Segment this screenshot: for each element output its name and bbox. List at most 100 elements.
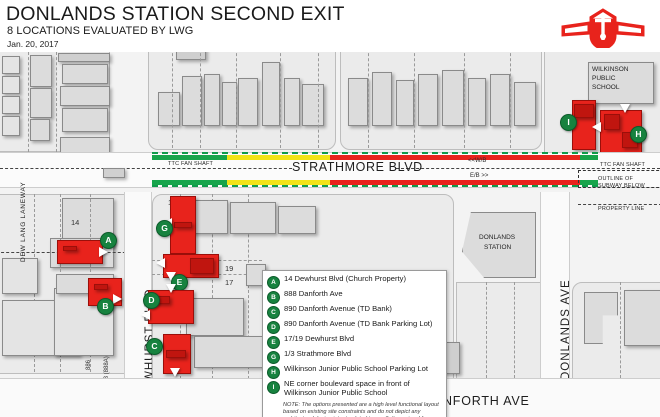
legend-label-h: Wilkinson Junior Public School Parking L… <box>284 364 428 373</box>
parcel-number-886: 886 <box>86 359 92 370</box>
parcel-number-17: 17 <box>225 278 234 287</box>
lot-line <box>280 52 281 148</box>
centre-line <box>152 168 292 169</box>
transit-band-red-north <box>330 155 580 160</box>
map-marker-g[interactable]: G <box>156 220 173 237</box>
legend-label-e: 17/19 Dewhurst Blvd <box>284 334 355 343</box>
building-footprint <box>222 82 237 126</box>
transit-band-yellow-north <box>227 155 330 160</box>
entrance-arrow-e2 <box>166 272 176 281</box>
road-edge <box>0 187 660 188</box>
legend-marker-a: A <box>267 275 280 289</box>
label-donlands-station-line2: STATION <box>484 244 512 251</box>
label-wilkinson-school-line3: SCHOOL <box>592 84 620 91</box>
building-footprint <box>58 53 110 62</box>
lot-line <box>414 52 415 148</box>
parcel-block <box>340 52 542 150</box>
page-header: DONLANDS STATION SECOND EXIT 8 LOCATIONS… <box>0 0 660 52</box>
street-label-danforth: DANFORTH AVE <box>424 394 530 408</box>
street-label-strathmore: STRATHMORE BLVD <box>292 160 423 174</box>
lot-line <box>200 52 201 148</box>
entrance-arrow-h2 <box>620 104 630 113</box>
legend-label-i: NE corner boulevard space in front of Wi… <box>284 379 410 397</box>
property-line-dash <box>578 204 660 205</box>
building-footprint <box>194 336 272 368</box>
lot-line <box>56 52 57 152</box>
centre-line <box>0 168 150 169</box>
building-footprint <box>176 52 206 60</box>
option-building-g-detail <box>174 222 192 228</box>
transit-band-yellow-south <box>227 180 330 185</box>
legend-marker-h: H <box>267 365 280 379</box>
building-footprint <box>490 74 510 126</box>
legend-item[interactable]: B 888 Danforth Ave <box>267 289 442 304</box>
transit-band-red-south <box>330 180 580 185</box>
building-footprint <box>230 202 276 234</box>
legend-item[interactable]: D 890 Danforth Avenue (TD Bank Parking L… <box>267 319 442 334</box>
road-edge <box>124 192 125 417</box>
map-marker-c[interactable]: C <box>146 338 163 355</box>
map-marker-b[interactable]: B <box>97 298 114 315</box>
building-footprint <box>2 56 20 74</box>
building-footprint <box>624 290 660 346</box>
parcel-number-14: 14 <box>71 218 80 227</box>
label-donlands-station-line1: DONLANDS <box>479 234 516 241</box>
map-marker-a[interactable]: A <box>100 232 117 249</box>
option-building-a-detail <box>63 246 77 251</box>
label-wilkinson-school-line1: WILKINSON <box>592 66 629 73</box>
legend-marker-d: D <box>267 320 280 334</box>
ttc-logo <box>554 6 652 50</box>
building-footprint <box>158 92 180 126</box>
legend-item[interactable]: E 17/19 Dewhurst Blvd <box>267 334 442 349</box>
entrance-arrow-a <box>99 247 108 257</box>
lot-line <box>486 282 487 378</box>
option-building-c-detail <box>166 350 186 358</box>
building-footprint <box>284 78 300 126</box>
legend-marker-c: C <box>267 305 280 319</box>
building-footprint <box>372 72 392 126</box>
building-footprint <box>30 119 50 141</box>
page-title: DONLANDS STATION SECOND EXIT <box>6 3 345 25</box>
entrance-arrow-c <box>170 368 180 377</box>
label-property-line: PROPERTY LINE <box>598 206 645 212</box>
building-footprint <box>182 76 202 126</box>
legend-note: NOTE: The options presented are a high l… <box>283 401 439 417</box>
label-wilkinson-school-line2: PUBLIC <box>592 75 616 82</box>
building-footprint <box>278 206 316 234</box>
lot-line <box>236 52 237 148</box>
direction-eastbound: E/B >> <box>470 173 489 179</box>
legend-item[interactable]: A 14 Dewhurst Blvd (Church Property) <box>267 274 442 289</box>
building-footprint <box>2 258 38 294</box>
legend-item[interactable]: G 1/3 Strathmore Blvd <box>267 349 442 364</box>
parcel-station-south <box>456 282 542 380</box>
legend-marker-b: B <box>267 290 280 304</box>
direction-westbound: <<W/B <box>468 158 487 164</box>
building-footprint <box>62 108 108 132</box>
legend-panel: A 14 Dewhurst Blvd (Church Property) B 8… <box>262 270 447 417</box>
option-building-a[interactable] <box>57 240 103 264</box>
label-subway-outline-line1: OUTLINE OF <box>598 176 634 182</box>
legend-item[interactable]: C 890 Danforth Avenue (TD Bank) <box>267 304 442 319</box>
building-footprint <box>2 96 20 114</box>
map-marker-h[interactable]: H <box>630 126 647 143</box>
building-footprint <box>238 78 258 126</box>
entrance-arrow-d <box>166 284 176 293</box>
road-edge <box>540 192 541 417</box>
street-label-dewlang: DEW LANG LANEWAY <box>20 181 27 262</box>
fan-shaft-structure-left <box>103 168 125 178</box>
entrance-arrow-h <box>592 122 601 132</box>
legend-label-g: 1/3 Strathmore Blvd <box>284 349 352 358</box>
building-footprint <box>418 74 438 126</box>
map-marker-i[interactable]: I <box>560 114 577 131</box>
lot-line <box>28 52 29 152</box>
building-footprint <box>30 55 52 87</box>
legend-item[interactable]: I NE corner boulevard space in front of … <box>267 379 442 398</box>
building-footprint <box>30 88 52 118</box>
legend-marker-g: G <box>267 350 280 364</box>
legend-item[interactable]: H Wilkinson Junior Public School Parking… <box>267 364 442 379</box>
transit-band-green-north-end <box>580 155 598 160</box>
map-marker-d[interactable]: D <box>143 292 160 309</box>
building-footprint <box>514 82 536 126</box>
lot-line <box>212 194 213 384</box>
